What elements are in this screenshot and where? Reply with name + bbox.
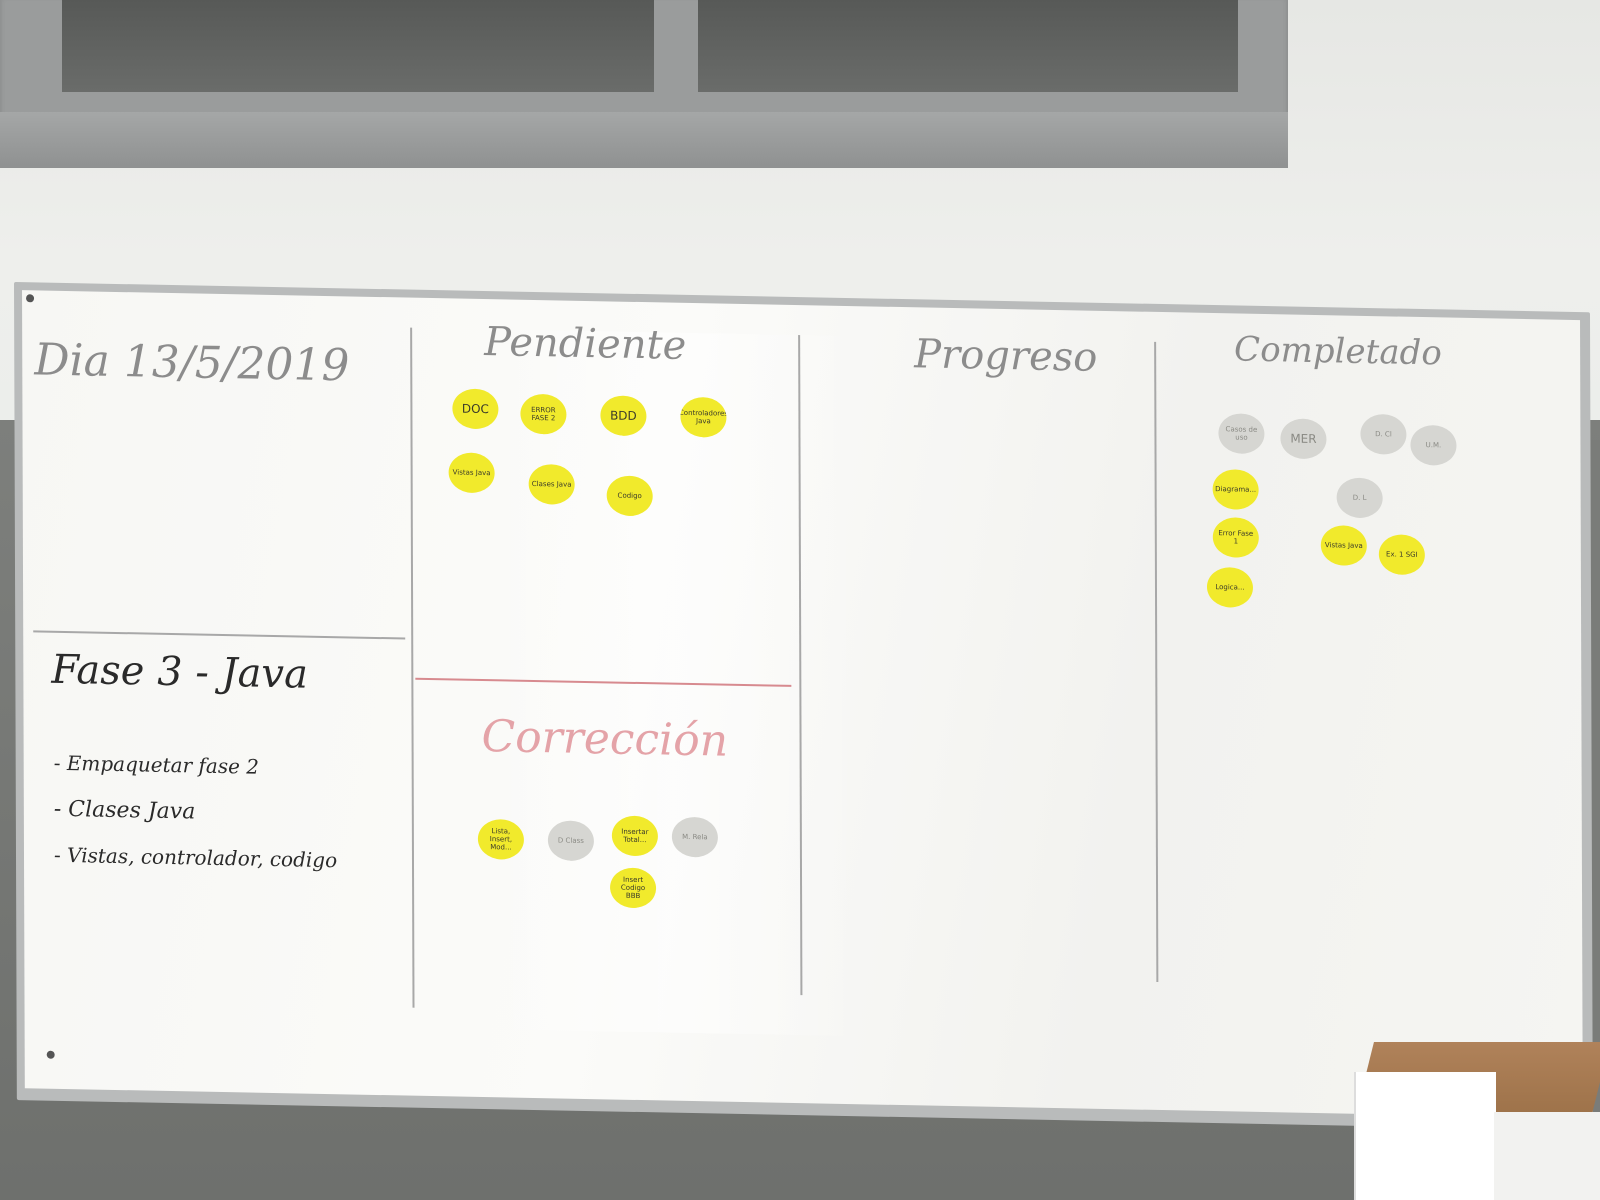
window-pane [62,0,654,92]
board-date: Dia 13/5/2019 [34,334,350,392]
sticky-note: BDD [600,395,647,437]
sticky-note: Error Fase 1 [1212,517,1259,558]
sticky-note: Diagrama... [1212,469,1259,510]
sticky-note: ERROR FASE 2 [520,393,567,435]
sticky-note: Codigo [606,475,653,517]
phase-item: - Vistas, controlador, codigo [53,842,338,873]
sticky-note: MER [1280,418,1327,460]
sticky-note: D Class [547,820,594,862]
box-side [1354,1072,1496,1200]
sticky-note: D. Cl [1360,413,1407,455]
sticky-note: Lista, Insert, Mod... [477,818,524,860]
window-sill [0,112,1288,168]
magnet [26,294,35,303]
sticky-note: DOC [452,388,499,430]
window-pane [698,0,1238,92]
sticky-note: D. L [1336,477,1383,519]
sticky-note: Vistas Java [1320,525,1367,566]
sticky-note: Controladores Java [680,396,727,438]
phase-title: Fase 3 - Java [51,646,308,698]
whiteboard-surface: Dia 13/5/2019 Pendiente Progreso Complet… [22,290,1583,1119]
sticky-note: Clases Java [528,463,575,505]
sticky-note: M. Rela [671,816,718,858]
divider-line [410,327,415,1008]
phase-item: - Empaquetar fase 2 [53,750,260,779]
sticky-note: Casos de uso [1218,413,1265,455]
divider-line [1154,341,1159,982]
window-frame [0,0,1288,168]
sticky-note: Insertar Total... [611,815,658,857]
sticky-note: U.M. [1410,424,1457,466]
column-heading-pending: Pendiente [484,319,687,369]
sticky-note: Vistas Java [448,452,495,494]
sticky-note: Ex. 1 SGI [1378,534,1425,576]
column-heading-done: Completado [1234,329,1442,374]
sticky-note: Insert Codigo BBB [610,867,657,909]
column-heading-progress: Progreso [914,331,1098,381]
phase-item: - Clases Java [53,796,196,825]
box-front [1494,1112,1600,1200]
divider-line [33,630,406,640]
magnet [46,1050,55,1059]
column-heading-correction: Corrección [481,710,729,767]
sticky-note: Logica... [1206,566,1254,608]
whiteboard: Dia 13/5/2019 Pendiente Progreso Complet… [14,282,1593,1131]
cardboard-box [1354,1042,1600,1200]
